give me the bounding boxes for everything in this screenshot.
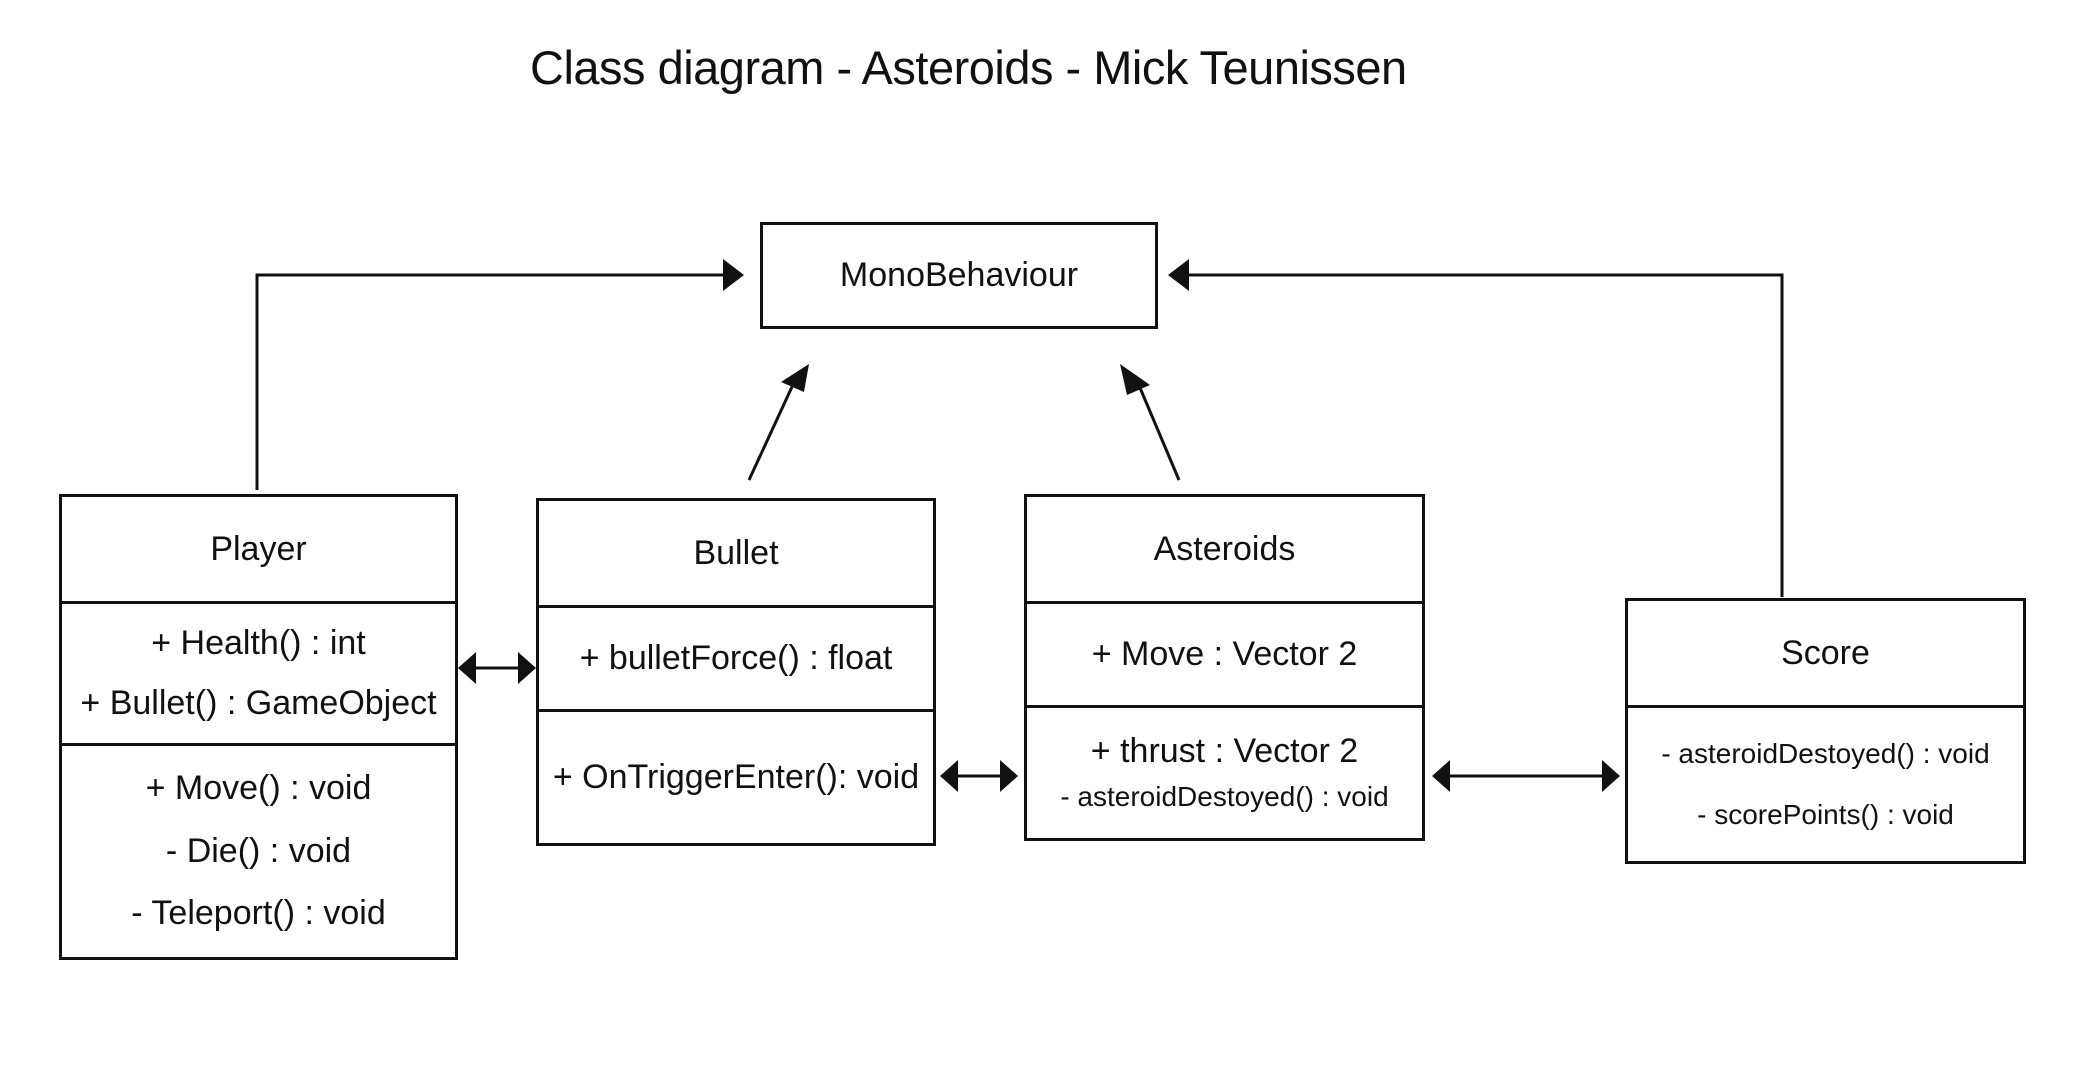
player-bullet-arrowhead-left	[458, 652, 476, 684]
asteroids-inheritance-connector	[1133, 375, 1181, 481]
bullet-attributes: + bulletForce() : float	[539, 605, 933, 709]
bullet-inheritance-arrowhead	[781, 364, 809, 392]
monobehaviour-class-name: MonoBehaviour	[839, 256, 1079, 294]
score-class: Score - asteroidDestoyed() : void - scor…	[1625, 598, 2026, 864]
asteroids-score-arrowhead-right	[1602, 760, 1620, 792]
score-method: - scorePoints() : void	[1697, 799, 1954, 831]
asteroids-class-name: Asteroids	[1153, 529, 1296, 568]
bullet-method: + OnTriggerEnter(): void	[552, 757, 920, 796]
player-attribute: + Bullet() : GameObject	[80, 683, 437, 722]
player-class-name: Player	[210, 529, 307, 568]
score-method: - asteroidDestoyed() : void	[1661, 737, 1990, 769]
asteroids-class: Asteroids + Move : Vector 2 + thrust : V…	[1024, 494, 1425, 841]
asteroids-score-arrowhead-left	[1432, 760, 1450, 792]
bullet-methods: + OnTriggerEnter(): void	[539, 709, 933, 843]
asteroids-attribute: + Move : Vector 2	[1091, 634, 1358, 673]
player-class: Player + Health() : int + Bullet() : Gam…	[59, 494, 458, 960]
monobehaviour-class: MonoBehaviour	[760, 222, 1158, 329]
player-attributes: + Health() : int + Bullet() : GameObject	[62, 601, 455, 743]
score-inheritance-connector	[1172, 273, 1784, 597]
score-class-name: Score	[1781, 633, 1870, 672]
bullet-attribute: + bulletForce() : float	[579, 638, 893, 677]
player-bullet-arrowhead-right	[518, 652, 536, 684]
score-methods: - asteroidDestoyed() : void - scorePoint…	[1628, 705, 2023, 861]
player-attribute: + Health() : int	[151, 624, 366, 663]
bullet-class: Bullet + bulletForce() : float + OnTrigg…	[536, 498, 936, 846]
player-method: - Die() : void	[165, 831, 352, 870]
player-method: + Move() : void	[145, 769, 372, 808]
asteroids-attributes: + Move : Vector 2	[1027, 601, 1422, 705]
player-inheritance-arrowhead	[723, 259, 744, 291]
player-method: - Teleport() : void	[131, 894, 386, 933]
asteroids-methods: + thrust : Vector 2 - asteroidDestoyed()…	[1027, 705, 1422, 838]
asteroids-inheritance-arrowhead	[1120, 364, 1150, 395]
bullet-class-name: Bullet	[693, 533, 779, 572]
player-inheritance-connector	[255, 271, 739, 490]
diagram-title: Class diagram - Asteroids - Mick Teuniss…	[530, 41, 1407, 94]
bullet-inheritance-connector	[747, 375, 799, 481]
bullet-asteroids-arrowhead-left	[940, 760, 958, 792]
asteroids-method: + thrust : Vector 2	[1090, 732, 1359, 771]
asteroids-method: - asteroidDestoyed() : void	[1060, 781, 1389, 813]
score-inheritance-arrowhead	[1168, 259, 1189, 291]
bullet-asteroids-arrowhead-right	[1000, 760, 1018, 792]
player-methods: + Move() : void - Die() : void - Telepor…	[62, 743, 455, 957]
